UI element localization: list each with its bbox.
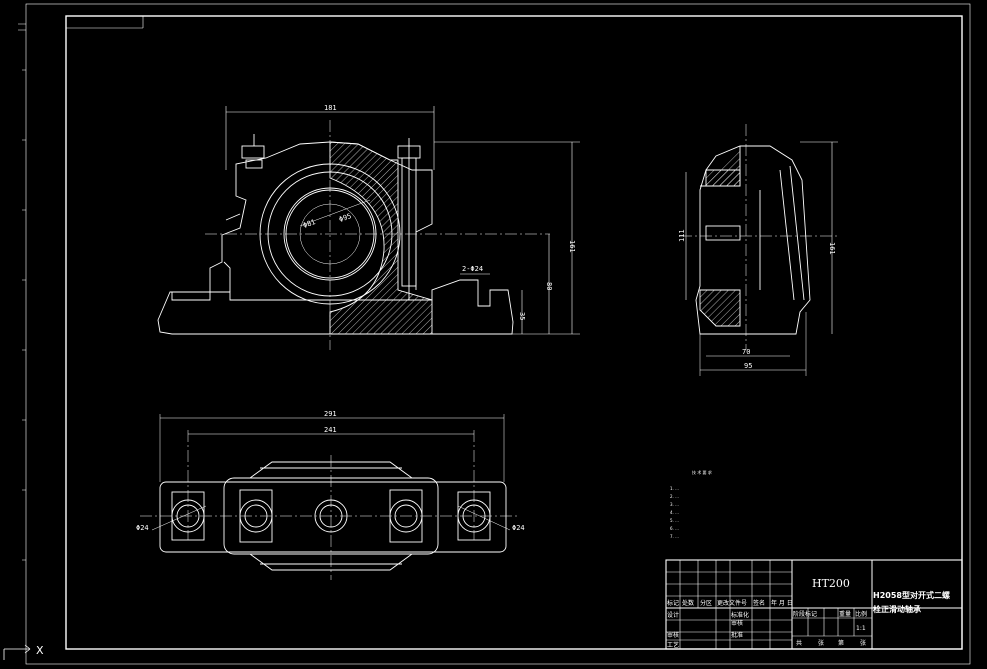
notes-title: 技 术 要 求 xyxy=(692,469,712,475)
tb-count: 处数 xyxy=(682,599,694,607)
drawing-frame xyxy=(18,3,971,665)
front-dim-base: 35 xyxy=(518,312,526,320)
side-dim-width-inner: 70 xyxy=(742,348,750,356)
tb-weight: 重量 xyxy=(839,610,851,618)
side-dim-width-outer: 95 xyxy=(744,362,752,370)
technical-notes: 技 术 要 求 1. ... 2. ... 3. ... 4. ... 5. .… xyxy=(670,469,712,539)
drawing-title-line2: 栓正滑动轴承 xyxy=(873,604,921,614)
notes-line-5: 5. ... xyxy=(670,518,679,523)
tb-doc-no: 更改文件号 xyxy=(717,599,747,607)
tb-sheet: 张 xyxy=(818,639,824,647)
front-dim-height: 161 xyxy=(568,240,576,253)
tb-stage-mark: 阶段标记 xyxy=(793,610,817,618)
notes-line-7: 7. ... xyxy=(670,534,679,539)
top-dim-outer: 291 xyxy=(324,410,337,418)
material-label: HT200 xyxy=(812,577,850,590)
tb-date: 年 月 日 xyxy=(771,599,793,607)
tb-process: 工艺 xyxy=(667,641,679,649)
ucs-axis-label: X xyxy=(36,644,44,657)
front-dim-bore-outer: Φ95 xyxy=(338,212,353,224)
ucs-axis-icon xyxy=(3,644,31,660)
tb-mark: 标记 xyxy=(667,599,679,607)
tb-sheet-2: 张 xyxy=(860,639,866,647)
notes-line-4: 4. ... xyxy=(670,510,679,515)
top-view xyxy=(140,414,520,580)
notes-line-2: 2. ... xyxy=(670,494,679,499)
scale-value: 1:1 xyxy=(856,625,866,632)
notes-line-3: 3. ... xyxy=(670,502,679,507)
front-dim-width: 181 xyxy=(324,104,337,112)
front-dim-center-height: 80 xyxy=(545,282,553,290)
top-dim-inner: 241 xyxy=(324,426,337,434)
side-dim-height-left: 111 xyxy=(678,229,686,242)
tb-design: 设计 xyxy=(667,611,679,619)
tb-sheet-total: 共 xyxy=(796,639,802,647)
notes-line-6: 6. ... xyxy=(670,526,679,531)
tb-sheet-no: 第 xyxy=(838,639,844,647)
tb-check: 审核 xyxy=(731,619,743,627)
front-dim-bore-inner: Φ81 xyxy=(302,218,317,230)
front-dim-bolt: 2-Φ24 xyxy=(462,265,483,273)
notes-line-1: 1. ... xyxy=(670,486,679,491)
front-view xyxy=(157,106,580,350)
top-dim-hole-right: Φ24 xyxy=(512,524,525,532)
top-dim-hole-left: Φ24 xyxy=(136,524,149,532)
title-block xyxy=(665,559,963,650)
side-view xyxy=(680,124,840,376)
tb-approve: 批准 xyxy=(731,631,743,639)
tb-zone: 分区 xyxy=(700,599,712,607)
drawing-title-line1: H2058型对开式二螺 xyxy=(873,590,950,600)
tb-standardize: 标准化 xyxy=(731,611,749,619)
side-dim-height-right: 161 xyxy=(828,242,836,255)
tb-sign: 签名 xyxy=(753,599,765,607)
tb-ratio: 比例 xyxy=(855,610,867,618)
tb-review: 审核 xyxy=(667,631,679,639)
